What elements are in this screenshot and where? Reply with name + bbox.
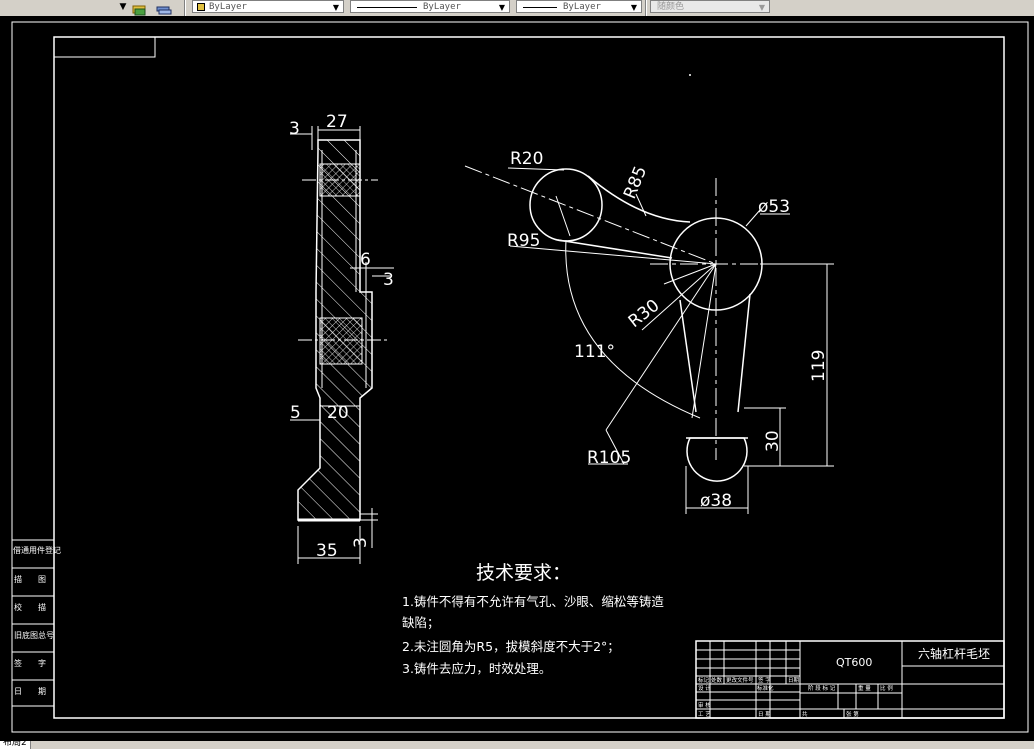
dim-phi53: ø53 [758, 197, 790, 217]
strip-row-1: 借通用件登记 [13, 545, 61, 555]
left-strip [11, 539, 55, 707]
label-check: 审 核 [698, 701, 711, 709]
dim-r30: R30 [625, 296, 664, 332]
plotstyle-combo-value: 随颜色 [657, 2, 685, 12]
drawing-frame [53, 36, 1005, 719]
dim-r105: R105 [587, 448, 631, 468]
title-block [695, 640, 1005, 719]
strip-row-3: 校 描 [14, 602, 46, 612]
dim-r85: R85 [620, 163, 651, 202]
dim-27: 27 [326, 112, 348, 132]
plan-dims: R20 R85 ø53 R95 R30 111° R105 119 30 ø38 [507, 149, 829, 511]
label-weight: 重 量 [858, 684, 871, 692]
code-box [53, 36, 156, 58]
dim-5: 5 [290, 403, 301, 423]
tech-line-2: 2.未注圆角为R5，拔模斜度不大于2°； [402, 639, 620, 654]
label-total: 共 [802, 710, 808, 718]
strip-row-5: 签 字 [14, 658, 46, 668]
dim-3-right: 3 [383, 270, 394, 290]
color-combo[interactable]: ByLayer ▼ [192, 0, 344, 13]
plotstyle-combo: 随颜色 ▼ [650, 0, 770, 13]
toolbar-separator [645, 0, 647, 16]
label-mark: 标记 [698, 676, 710, 684]
part-name: 六轴杠杆毛坯 [918, 646, 990, 661]
tech-line-1: 1.铸件不得有不允许有气孔、沙眼、缩松等铸造 [402, 594, 664, 609]
strip-row-2: 描 图 [14, 574, 46, 584]
layer-previous-icon[interactable] [156, 1, 172, 15]
tech-title: 技术要求： [476, 562, 571, 584]
strip-row-6: 日 期 [14, 687, 46, 696]
color-combo-value: ByLayer [209, 2, 247, 12]
dim-6: 6 [360, 250, 371, 270]
line-sample [523, 7, 557, 8]
dim-3-bottom: 3 [351, 537, 371, 548]
tech-requirements: 技术要求： 1.铸件不得有不允许有气孔、沙眼、缩松等铸造 缺陷； 2.未注圆角为… [402, 562, 664, 676]
line-sample [357, 7, 417, 8]
layer-states-icon[interactable] [132, 1, 146, 16]
chevron-down-icon[interactable]: ▼ [630, 3, 638, 12]
chevron-down-icon[interactable]: ▼ [498, 3, 506, 12]
label-standard: 标准化 [757, 684, 774, 692]
dim-20: 20 [327, 403, 349, 423]
sheet-border [11, 21, 1029, 733]
layout-tabs-bar: 布局2 [0, 741, 1034, 749]
lineweight-combo[interactable]: ByLayer ▼ [516, 0, 642, 13]
dim-119: 119 [809, 350, 829, 382]
title-block-text: QT600 六轴杠杆毛坯 标记 处数 更改文件号 签 字 日期 设 计 标准化 … [698, 646, 990, 718]
chevron-down-icon[interactable]: ▼ [332, 3, 340, 12]
dim-30: 30 [763, 430, 783, 452]
label-design: 设 计 [698, 684, 711, 692]
section-view [290, 126, 394, 564]
label-stage: 阶 段 标 记 [808, 684, 836, 692]
label-count: 处数 [711, 676, 723, 684]
color-swatch-icon [197, 3, 205, 11]
chevron-down-icon: ▼ [758, 3, 766, 12]
dim-35: 35 [316, 541, 338, 561]
strip-row-4: 旧底图总号 [14, 630, 54, 640]
cad-drawing: 3 27 6 3 5 20 35 3 [11, 21, 1029, 733]
dropdown-arrow-icon[interactable]: ▼ [119, 2, 127, 12]
tech-line-3: 3.铸件去应力，时效处理。 [402, 661, 551, 676]
section-dims: 3 27 6 3 5 20 35 3 [289, 112, 394, 561]
toolbar-separator [184, 0, 186, 16]
label-process: 工 艺 [698, 711, 711, 718]
material-value: QT600 [836, 656, 872, 669]
linetype-combo-value: ByLayer [423, 2, 461, 12]
dim-3-top: 3 [289, 119, 300, 139]
dim-phi38: ø38 [700, 491, 732, 511]
label-change: 更改文件号 [726, 676, 754, 684]
plan-view [464, 165, 834, 514]
stray-point [689, 74, 691, 76]
lineweight-combo-value: ByLayer [563, 2, 601, 12]
label-date: 日期 [788, 677, 800, 684]
dim-r95: R95 [507, 231, 540, 251]
linetype-combo[interactable]: ByLayer ▼ [350, 0, 510, 13]
dim-angle-111: 111° [574, 342, 615, 362]
layout-tab[interactable]: 布局2 [0, 741, 31, 749]
properties-toolbar: ▼ ByLayer ▼ ByLayer ▼ ByLayer ▼ 随颜色 ▼ [0, 0, 1034, 17]
left-strip-labels: 借通用件登记 描 图 校 描 旧底图总号 签 字 日 期 [13, 545, 61, 696]
label-date2: 日 期 [758, 711, 771, 718]
drawing-canvas[interactable]: 3 27 6 3 5 20 35 3 [0, 16, 1034, 741]
label-sheet: 张 第 [846, 710, 859, 718]
label-sign: 签 字 [758, 676, 771, 684]
tech-line-1b: 缺陷； [402, 615, 440, 630]
label-scale: 比 例 [880, 684, 893, 692]
dim-r20: R20 [510, 149, 543, 169]
